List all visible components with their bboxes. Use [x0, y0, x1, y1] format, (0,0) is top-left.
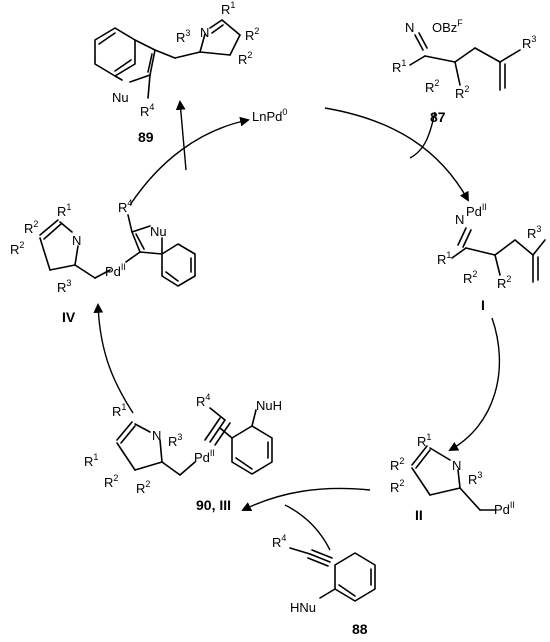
arrow-aminopalladation: [93, 303, 134, 414]
structure-IV: [39, 214, 196, 287]
atom-r2a-87: R2: [425, 78, 439, 95]
atom-r2a-I: R2: [463, 269, 477, 286]
atom-n-87: N: [405, 20, 414, 35]
atom-r2b-II: R2: [390, 478, 404, 495]
atom-r2b-90: R2: [136, 479, 150, 496]
arrow-87-entry: [409, 111, 436, 159]
structure-88: [289, 547, 376, 602]
atom-pd-I: PdII: [466, 202, 487, 219]
atom-r3-87: R3: [522, 34, 536, 51]
atom-r2b-89: R2: [238, 50, 252, 67]
atom-n-90: N: [152, 428, 161, 443]
atom-r4-IV: R4: [118, 198, 132, 215]
atom-r2b-I: R2: [497, 274, 511, 291]
atom-pd-IV: PdII: [105, 262, 126, 279]
atom-r2b-87: R2: [455, 84, 469, 101]
atom-r1-I: R1: [437, 250, 451, 267]
atom-hnu-88: HNu: [290, 600, 316, 615]
arrow-product-release: [175, 100, 187, 171]
atom-r3-II: R3: [468, 470, 482, 487]
arrow-88-entry: [284, 504, 331, 551]
atom-r1-II: R1: [417, 432, 431, 449]
structure-87: [409, 32, 521, 91]
compound-label-88: 88: [352, 621, 368, 637]
atom-nu-IV: Nu: [150, 224, 167, 239]
atom-r1b-90: R1: [84, 452, 98, 469]
atom-r4-90: R4: [196, 392, 210, 409]
atom-n-I: N: [455, 212, 464, 227]
atom-r2b-IV: R2: [10, 240, 24, 257]
arrow-reductive-elimination: [129, 116, 250, 206]
atom-r4-88: R4: [272, 533, 286, 550]
atom-r1-89: R1: [221, 0, 235, 17]
atom-n-89: N: [200, 25, 209, 40]
arrow-oxidative-addition: [324, 107, 469, 202]
cycle-arrows: [93, 100, 501, 551]
atom-r1-IV: R1: [57, 202, 71, 219]
atom-r3-89: R3: [176, 28, 190, 45]
atom-nu-89: Nu: [112, 90, 129, 105]
atom-nuh-90: NuH: [256, 398, 282, 413]
atom-pd-90: PdII: [194, 448, 215, 465]
compound-label-87: 87: [430, 109, 446, 125]
compound-label-90: 90, III: [196, 497, 231, 513]
compound-label-IV: IV: [62, 309, 76, 325]
arrow-cyclization: [448, 317, 501, 451]
atom-r2a-90: R2: [104, 473, 118, 490]
atom-n-IV: N: [72, 233, 81, 248]
atom-obz-87: OBzF: [432, 18, 463, 35]
atom-r4-89: R4: [140, 102, 154, 119]
atom-n-II: N: [452, 458, 461, 473]
atom-pd-II: PdII: [494, 500, 515, 517]
compound-label-89: 89: [138, 129, 154, 145]
atom-r3-90: R3: [168, 432, 182, 449]
structure-90-III: [116, 407, 273, 476]
structure-89: [94, 19, 241, 99]
atom-r2a-II: R2: [390, 456, 404, 473]
atom-r2a-89: R2: [245, 26, 259, 43]
arrow-ligand-exchange: [241, 487, 371, 511]
structure-I: [451, 227, 546, 283]
atom-r2a-IV: R2: [24, 219, 38, 236]
atom-r3-I: R3: [527, 224, 541, 241]
compound-label-I: I: [481, 297, 485, 313]
compound-label-II: II: [415, 507, 423, 523]
structure-II: [411, 445, 496, 511]
catalyst-label: LnPd0: [252, 107, 287, 124]
atom-r1-87: R1: [392, 58, 406, 75]
atom-r1a-90: R1: [112, 402, 126, 419]
atom-r3-IV: R3: [57, 278, 71, 295]
